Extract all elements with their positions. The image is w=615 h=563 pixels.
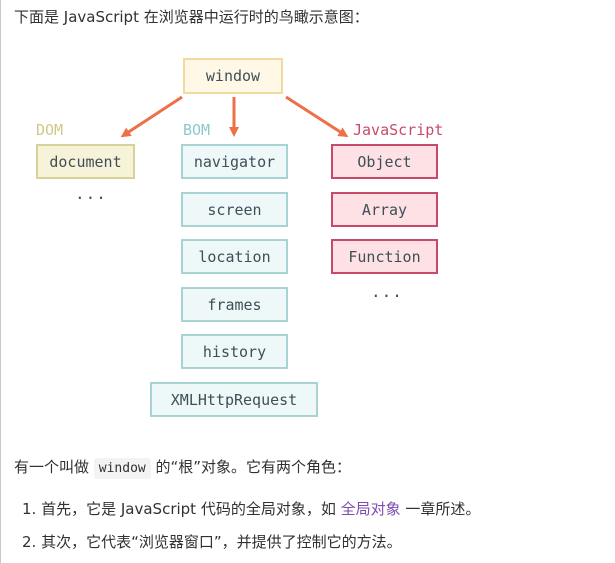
root-object-paragraph: 有一个叫做 window 的“根”对象。它有两个角色：: [14, 455, 351, 481]
list-item-text: 其次，它代表“浏览器窗口”，并提供了控制它的方法。: [41, 533, 402, 551]
list-item-text-after: 一章所述。: [400, 500, 481, 518]
list-item-number: 1.: [22, 500, 37, 518]
js-item-function: Function: [331, 239, 438, 274]
window-box: window: [183, 58, 283, 94]
bom-item-screen: screen: [181, 192, 288, 227]
dom-item-document: document: [36, 144, 135, 179]
javascript-label: JavaScript: [353, 121, 444, 139]
roles-list: 1. 首先，它是 JavaScript 代码的全局对象，如 全局对象 一章所述。…: [22, 496, 480, 562]
dom-more-dots: ...: [75, 184, 107, 203]
js-item-object: Object: [331, 144, 438, 179]
bom-item-xmlhttprequest: XMLHttpRequest: [150, 382, 318, 417]
window-inline-code: window: [93, 458, 151, 479]
bom-item-frames: frames: [181, 287, 288, 322]
bom-item-navigator: navigator: [181, 144, 288, 179]
list-item-text-before: 首先，它是 JavaScript 代码的全局对象，如: [41, 500, 341, 518]
intro-text: 下面是 JavaScript 在浏览器中运行时的鸟瞰示意图：: [14, 8, 369, 26]
global-object-link[interactable]: 全局对象: [340, 500, 401, 518]
bom-item-history: history: [181, 334, 288, 369]
paragraph-text-before: 有一个叫做: [14, 458, 94, 476]
list-item: 2. 其次，它代表“浏览器窗口”，并提供了控制它的方法。: [22, 529, 480, 562]
arrow-to-js: [285, 95, 349, 138]
dom-label: DOM: [36, 121, 64, 139]
arrows-layer: [120, 95, 349, 138]
js-item-array: Array: [331, 192, 438, 227]
list-item-number: 2.: [22, 533, 37, 551]
arrow-to-dom: [120, 95, 183, 138]
browser-environment-diagram: window DOM BOM JavaScript document ... n…: [36, 58, 444, 417]
bom-label: BOM: [183, 121, 211, 139]
list-item: 1. 首先，它是 JavaScript 代码的全局对象，如 全局对象 一章所述。: [22, 496, 480, 529]
paragraph-text-after: 的“根”对象。它有两个角色：: [150, 458, 352, 476]
js-more-dots: ...: [371, 282, 403, 301]
left-border: [0, 0, 1, 563]
bom-item-location: location: [181, 239, 288, 274]
